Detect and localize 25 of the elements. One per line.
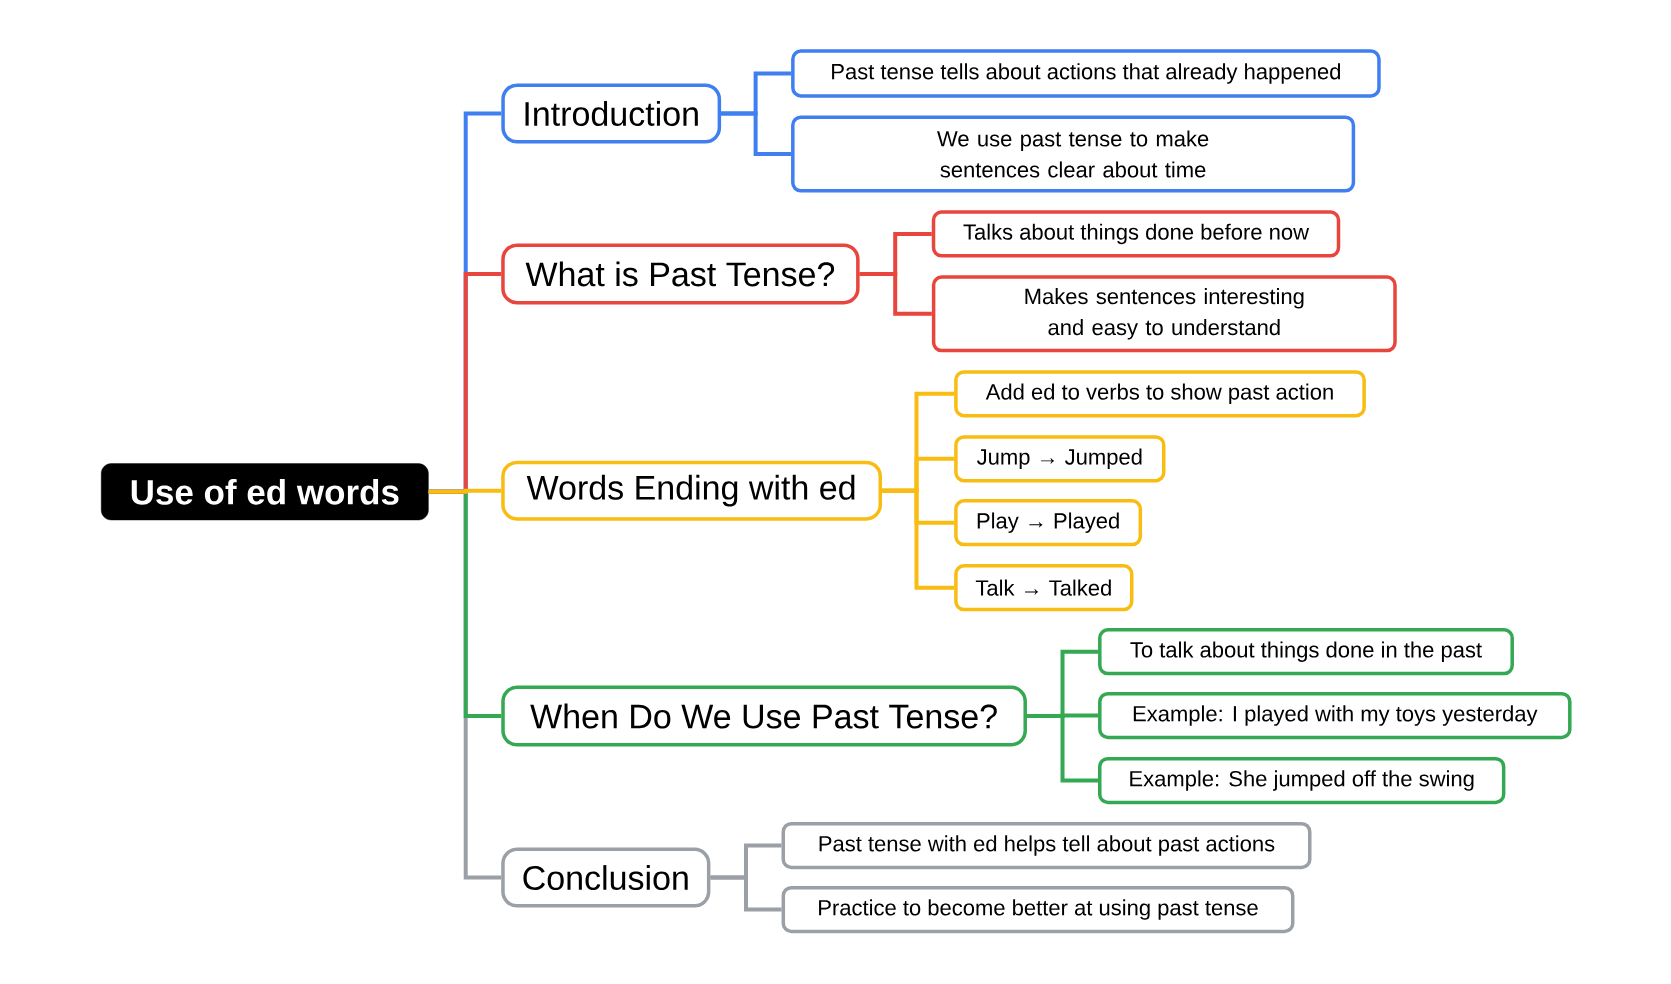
topic-box: When Do We Use Past Tense?: [501, 685, 1027, 747]
connector-line: [1026, 713, 1099, 719]
connector-line: [710, 875, 782, 912]
topic-box: Conclusion: [501, 847, 711, 908]
note-box: Jump → Jumped: [954, 435, 1166, 483]
connector-line: [859, 231, 932, 276]
topic-box: Words Ending with ed: [501, 460, 882, 521]
note-box: Talk → Talked: [954, 564, 1134, 612]
note-box: We use past tense to make sentences clear about time: [791, 115, 1356, 193]
note-box: Play → Played: [954, 499, 1143, 547]
topic-box: What is Past Tense?: [501, 243, 860, 305]
connector-line: [721, 71, 792, 116]
note-box: Practice to become better at using past tense: [781, 886, 1295, 934]
connector-line: [428, 488, 502, 494]
topic-box: Introduction: [501, 83, 722, 144]
note-box: Past tense with ed helps tell about past actions: [781, 822, 1312, 870]
note-box: Makes sentences interesting and easy to understand: [931, 275, 1397, 353]
note-box: Example: I played with my toys yesterday: [1098, 692, 1572, 740]
note-box: Example: She jumped off the swing: [1098, 757, 1506, 805]
note-box: Talks about things done before now: [931, 210, 1341, 258]
note-box: Past tense tells about actions that already happened: [791, 49, 1381, 98]
connector-line: [882, 488, 955, 525]
note-box: Add ed to verbs to show past action: [954, 370, 1366, 418]
root-box: Use of ed words: [101, 463, 429, 521]
note-box: To talk about things done in the past: [1098, 628, 1514, 676]
